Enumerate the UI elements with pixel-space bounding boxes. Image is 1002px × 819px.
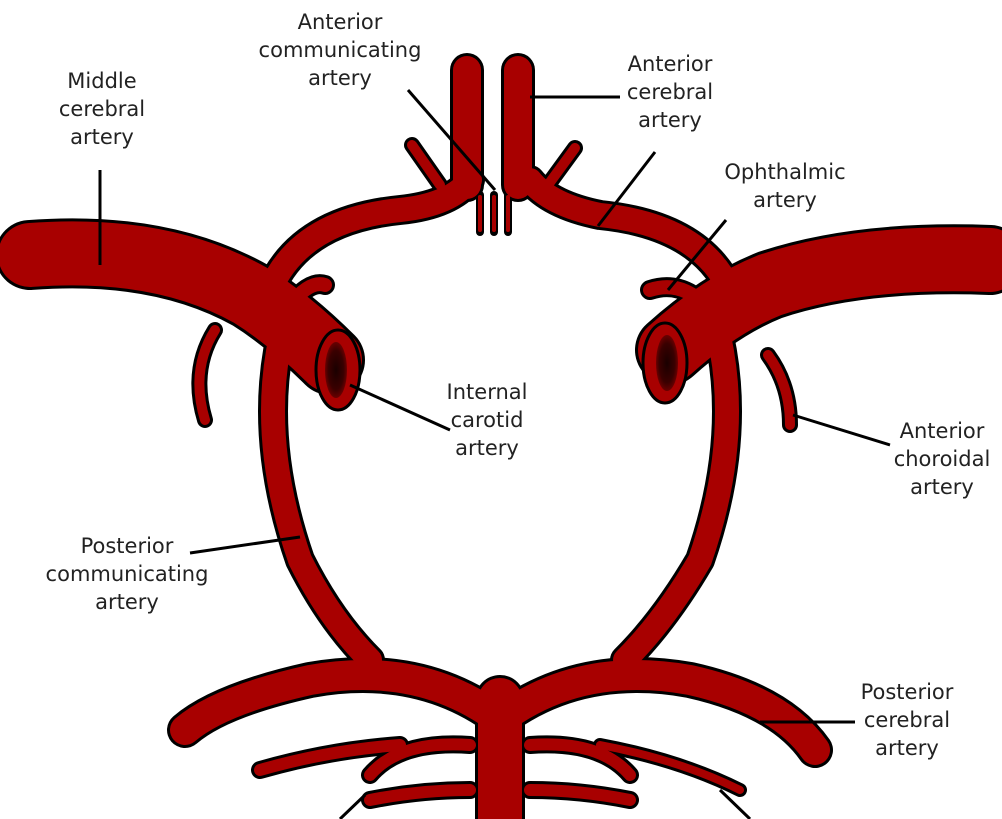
leader-anterior-choroidal [793,415,890,445]
label-posterior-cerebral-artery: Posterior cerebral artery [861,678,954,762]
label-internal-carotid-artery: Internal carotid artery [447,378,528,462]
leader-bottom-left [340,795,365,819]
leader-internal-carotid [350,385,450,430]
label-ophthalmic-artery: Ophthalmic artery [724,158,845,214]
label-anterior-cerebral-artery: Anterior cerebral artery [627,50,713,134]
label-anterior-communicating-artery: Anterior communicating artery [259,8,422,92]
label-anterior-choroidal-artery: Anterior choroidal artery [894,417,991,501]
label-posterior-communicating-artery: Posterior communicating artery [46,532,209,616]
label-middle-cerebral-artery: Middle cerebral artery [59,67,145,151]
